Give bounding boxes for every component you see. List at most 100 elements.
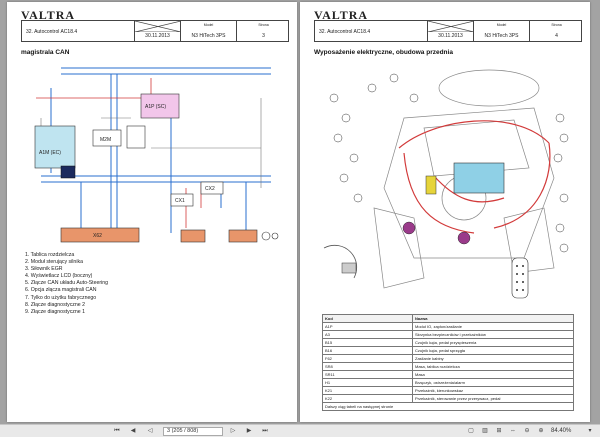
single-page-icon[interactable]: ▢: [468, 428, 474, 434]
legend-item: 8. Złącze diagnostyczne 2: [25, 301, 85, 308]
legend-item: 4. Wyświetlacz LCD (boczny): [25, 273, 93, 280]
module-x62-label: X62: [93, 233, 102, 239]
page-number: 4: [555, 33, 558, 39]
cell-code: H1: [322, 378, 413, 387]
table-header-row: Kod Nazwa: [322, 314, 574, 323]
page-title: magistrala CAN: [21, 49, 70, 56]
module-cx1-label: CX1: [175, 198, 185, 204]
page-header-table: 32. Autocontrol AC18.4 30.11.2013 Model …: [21, 20, 289, 42]
header-section: 32. Autocontrol AC18.4: [26, 29, 78, 35]
legend-item: 7. Tylko do użytku fabrycznego: [25, 294, 97, 301]
legend-item: 5. Złącze CAN układu Auto-Steering: [25, 280, 109, 287]
cell-code: K22: [322, 394, 413, 403]
table-note-row: Dalszy ciąg tabeli na następnej stronie: [322, 402, 574, 411]
header-date: 30.11.2013: [145, 33, 170, 39]
legend-item: 3. Siłownik EGR: [25, 266, 63, 273]
cell-code: SR11: [322, 370, 413, 379]
cell-code: B15: [322, 338, 413, 347]
can-bus-wiring-diagram: A1M (EC) A1P (SC) M2M CX1 CX2 X62: [34, 67, 279, 243]
model-value: N3 HiTech 3PS: [484, 33, 519, 39]
cell-name: Przekaźnik, sterowanie przez przerywacz,…: [412, 394, 574, 403]
cell-name: Brzęczyk, ostrzeżenia/alarm: [412, 378, 574, 387]
model-label: Model: [496, 23, 507, 27]
back-icon[interactable]: ◁: [147, 428, 153, 434]
next-page-icon[interactable]: ▶: [246, 428, 252, 434]
header-page-cell: Strona 3: [236, 21, 290, 41]
fuse-box-a3: [453, 162, 505, 194]
header-model-cell: Model N3 HiTech 3PS: [180, 21, 236, 41]
page-number-input[interactable]: 3 (205 / 808): [163, 427, 223, 436]
previous-page-icon[interactable]: ◀: [130, 428, 136, 434]
round-connector-icon-2: [271, 232, 279, 240]
module-cx2: [200, 181, 224, 195]
cell-code: A1P: [322, 322, 413, 331]
table-note: Dalszy ciąg tabeli na następnej stronie: [322, 402, 574, 411]
forward-icon[interactable]: ▷: [230, 428, 236, 434]
zoom-in-icon[interactable]: ⊕: [538, 428, 544, 434]
zoom-level[interactable]: 84.40%: [551, 428, 572, 434]
page-title: Wyposażenie elektryczne, obudowa przedni…: [314, 49, 453, 56]
first-page-icon[interactable]: ⏮: [114, 428, 120, 434]
module-a1p: [140, 93, 180, 119]
cell-name: Przekaźnik, kierunkowskaz: [412, 386, 574, 395]
cell-code: B16: [322, 346, 413, 355]
column-header-code: Kod: [322, 314, 413, 323]
module-yellow: [425, 175, 437, 195]
model-value: N3 HiTech 3PS: [191, 33, 226, 39]
header-model-cell: Model N3 HiTech 3PS: [473, 21, 529, 41]
module-m2m-label: M2M: [100, 137, 111, 143]
header-date-cell: 30.11.2013: [427, 21, 474, 41]
connector-pinout: [511, 257, 529, 299]
legend-item: 9. Złącze diagnostyczne 1: [25, 308, 85, 315]
page-header-table: 32. Autocontrol AC18.4 30.11.2013 Model …: [314, 20, 582, 42]
cab-electrical-illustration: [323, 69, 569, 299]
connector-diag-1: [228, 229, 258, 243]
page-label: Strona: [258, 23, 269, 27]
fit-width-icon[interactable]: ⇔: [510, 428, 516, 434]
cell-name: Masa, tablica rozdzielcza: [412, 362, 574, 371]
legend-list: 1. Tablica rozdzielcza 2. Moduł sterując…: [25, 252, 108, 316]
module-m2m: [92, 129, 122, 147]
fit-page-icon[interactable]: ⊞: [496, 428, 502, 434]
header-section: 32. Autocontrol AC18.4: [319, 29, 371, 35]
cell-code: K21: [322, 386, 413, 395]
cell-code: A3: [322, 330, 413, 339]
pedal-sensor-icon: [402, 221, 416, 235]
crossed-box-icon: [135, 21, 181, 32]
page-number: 3: [262, 33, 265, 39]
module-a1p-label: A1P (SC): [145, 104, 166, 110]
two-page-icon[interactable]: ▥: [482, 428, 488, 434]
zoom-out-icon[interactable]: ⊖: [524, 428, 530, 434]
pedal-sensor-icon-2: [457, 231, 471, 245]
header-date-cell: 30.11.2013: [134, 21, 181, 41]
brand-logo: VALTRA: [314, 8, 369, 22]
relay-unit: [341, 262, 357, 274]
viewer-toolbar: ⏮ ◀ ◁ 3 (205 / 808) ▷ ▶ ⏭ ▢ ▥ ⊞ ⇔ ⊖ ⊕ 84…: [0, 424, 600, 437]
document-page-left: VALTRA 32. Autocontrol AC18.4 30.11.2013…: [7, 2, 297, 422]
module-a1m: [34, 125, 76, 169]
cell-code: SR8: [322, 362, 413, 371]
crossed-box-icon: [428, 21, 474, 32]
cell-code: F62: [322, 354, 413, 363]
zoom-dropdown-icon[interactable]: ▾: [588, 428, 592, 434]
legend-item: 2. Moduł sterujący silnika: [25, 259, 83, 266]
module-a1m-label: A1M (EC): [39, 150, 61, 156]
brand-logo: VALTRA: [21, 8, 76, 22]
legend-item: 6. Opcja złącza magistrali CAN: [25, 287, 97, 294]
module-small: [126, 125, 146, 149]
round-connector-icon: [261, 231, 271, 241]
module-x62: [60, 227, 140, 243]
cell-name: Zasilanie kabiny: [412, 354, 574, 363]
last-page-icon[interactable]: ⏭: [262, 428, 268, 434]
